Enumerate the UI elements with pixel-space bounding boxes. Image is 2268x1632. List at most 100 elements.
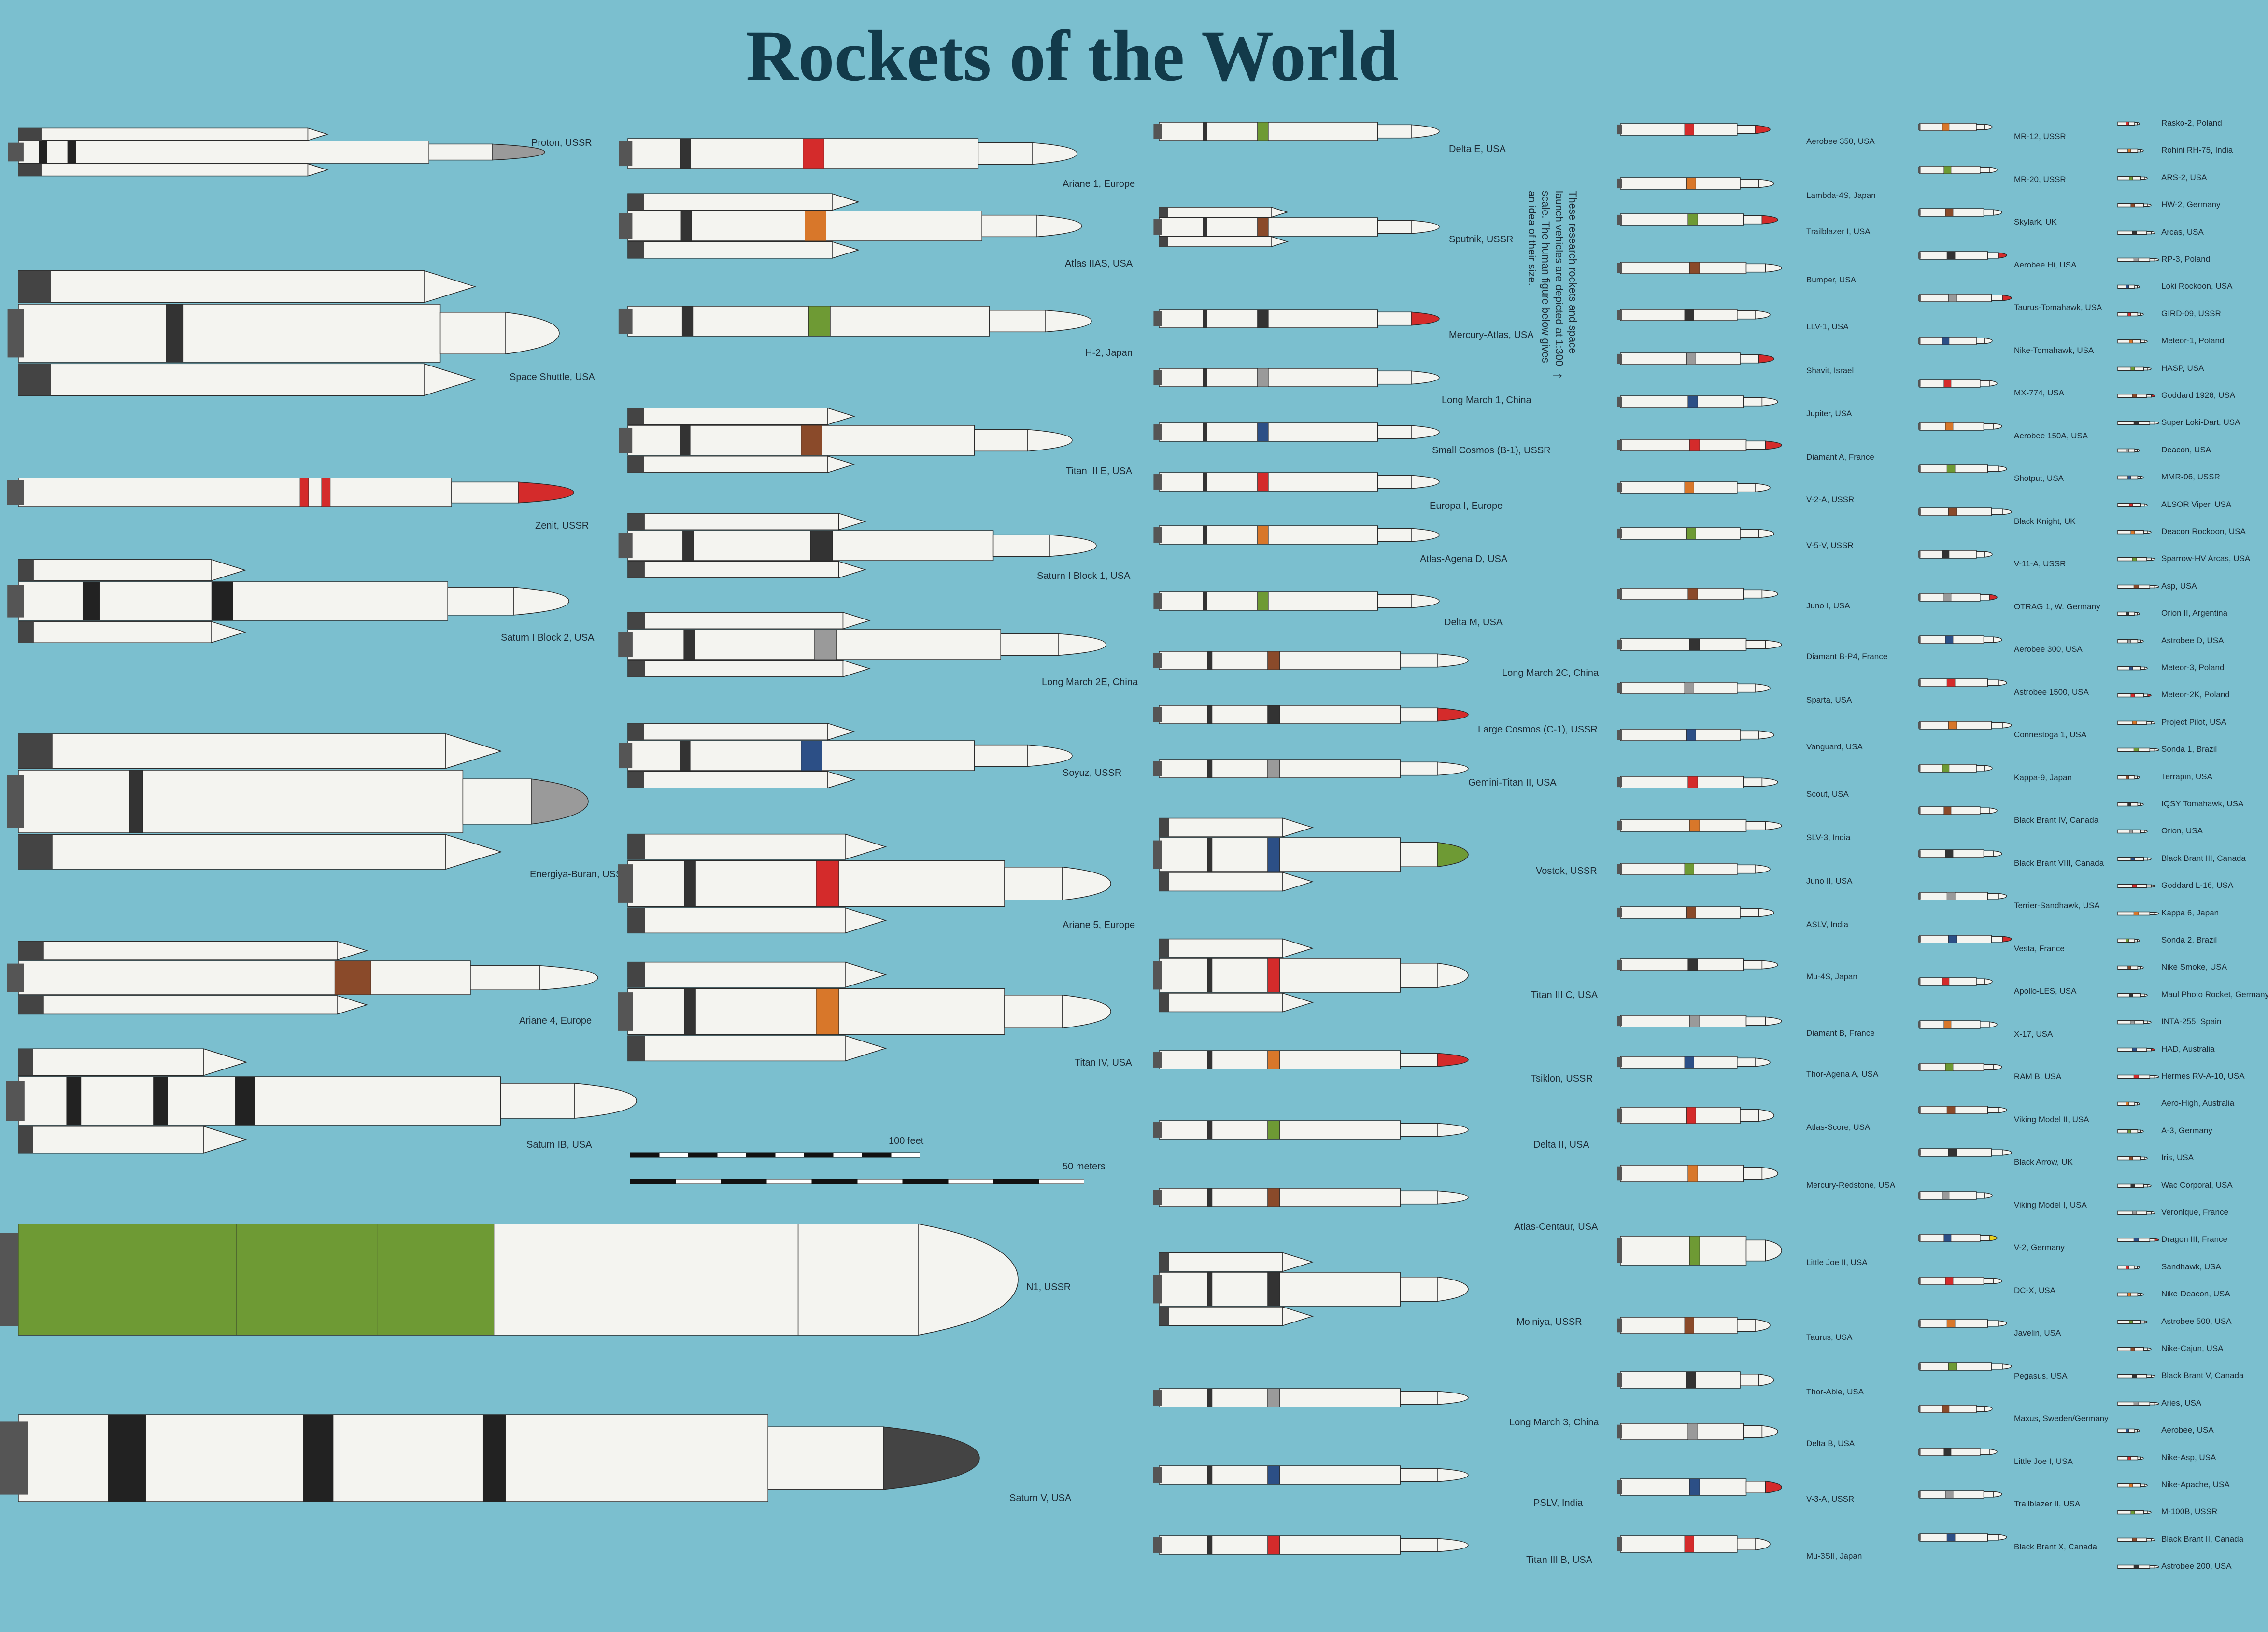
rocket-label: Mercury-Redstone, USA: [1806, 1181, 1896, 1190]
rocket-label: Astrobee D, USA: [2161, 635, 2224, 645]
rocket-label: Atlas-Agena D, USA: [1420, 554, 1508, 564]
rocket-label: Large Cosmos (C-1), USSR: [1478, 724, 1598, 735]
rocket-label: Lambda-4S, Japan: [1806, 191, 1876, 200]
rocket-label: Rasko-2, Poland: [2161, 118, 2222, 127]
rocket-label: Nike-Asp, USA: [2161, 1452, 2216, 1462]
rocket-label: Titan III C, USA: [1531, 990, 1598, 1000]
rocket-label: Meteor-2K, Poland: [2161, 690, 2230, 700]
rocket-label: V-2-A, USSR: [1806, 495, 1855, 504]
rocket-label: Juno II, USA: [1806, 876, 1853, 886]
rocket-label: Meteor-1, Poland: [2161, 336, 2225, 346]
scale-label-meters: 50 meters: [1063, 1161, 1106, 1172]
rocket-label: Long March 2E, China: [1042, 677, 1138, 688]
rocket-label: Shavit, Israel: [1806, 366, 1854, 375]
rocket-label: Project Pilot, USA: [2161, 717, 2227, 727]
rocket-label: Dragon III, France: [2161, 1235, 2228, 1244]
poster-title: Rockets of the World: [746, 16, 1399, 96]
rocket-label: Ariane 5, Europe: [1063, 920, 1135, 930]
rocket-label: Black Brant V, Canada: [2161, 1371, 2244, 1380]
rocket-label: Saturn IB, USA: [526, 1140, 592, 1150]
rocket-label: Thor-Able, USA: [1806, 1387, 1864, 1396]
rocket-label: Aerobee 150A, USA: [2014, 431, 2088, 440]
rocket-label: Viking Model I, USA: [2014, 1200, 2087, 1210]
rocket-label: Long March 1, China: [1442, 395, 1531, 406]
rocket-label: Aerobee 300, USA: [2014, 645, 2083, 654]
rocket-label: Black Arrow, UK: [2014, 1157, 2073, 1167]
rocket-label: Connestoga 1, USA: [2014, 730, 2087, 739]
rocket-label: DC-X, USA: [2014, 1285, 2055, 1295]
rocket-label: Trailblazer I, USA: [1806, 227, 1871, 236]
rocket-label: RP-3, Poland: [2161, 254, 2211, 264]
rocket-label: Titan III E, USA: [1066, 466, 1133, 477]
rocket-label: Wac Corporal, USA: [2161, 1180, 2233, 1190]
rocket-label: GIRD-09, USSR: [2161, 309, 2221, 318]
rocket-label: Terrapin, USA: [2161, 772, 2212, 781]
rocket-label: PSLV, India: [1533, 1498, 1583, 1508]
rocket-label: Proton, USSR: [531, 138, 592, 148]
rocket-label: Mercury-Atlas, USA: [1449, 330, 1534, 340]
rocket-label: Vesta, France: [2014, 943, 2065, 953]
rocket-label: V-11-A, USSR: [2014, 559, 2066, 568]
rocket-label: Mu-3SII, Japan: [1806, 1551, 1862, 1561]
arrow-icon: →: [1550, 366, 1565, 381]
rocket-label: IQSY Tomahawk, USA: [2161, 799, 2244, 808]
rocket-label: Trailblazer II, USA: [2014, 1499, 2081, 1508]
rocket-label: Delta B, USA: [1806, 1439, 1855, 1448]
rocket-label: Sonda 1, Brazil: [2161, 745, 2217, 754]
rocket-label: HASP, USA: [2161, 363, 2204, 373]
rocket-label: Long March 2C, China: [1502, 668, 1599, 678]
rocket-label: X-17, USA: [2014, 1029, 2053, 1039]
rocket-label: Deacon, USA: [2161, 445, 2211, 454]
rocket-label: Orion, USA: [2161, 826, 2203, 836]
rocket-label: Bumper, USA: [1806, 275, 1856, 284]
rocket-label: ARS-2, USA: [2161, 172, 2207, 182]
rocket-label: Kappa-9, Japan: [2014, 773, 2072, 782]
rocket-label: Black Brant X, Canada: [2014, 1542, 2097, 1551]
rocket-label: Orion II, Argentina: [2161, 608, 2228, 618]
rocket-label: Sputnik, USSR: [1449, 234, 1514, 245]
rocket-label: Titan III B, USA: [1526, 1555, 1593, 1565]
rocket-label: Space Shuttle, USA: [510, 372, 595, 382]
rocket-label: Scout, USA: [1806, 789, 1849, 799]
rocket-label: INTA-255, Spain: [2161, 1017, 2222, 1027]
rocket-label: Aerobee 350, USA: [1806, 137, 1875, 146]
rocket-label: RAM B, USA: [2014, 1072, 2062, 1081]
rocket-label: Astrobee 500, USA: [2161, 1316, 2232, 1326]
rocket-label: Little Joe II, USA: [1806, 1258, 1868, 1267]
rocket-label: Tsiklon, USSR: [1531, 1073, 1593, 1084]
rocket-label: Black Brant III, Canada: [2161, 853, 2246, 863]
rocket-label: Molniya, USSR: [1517, 1317, 1582, 1327]
scale-bar-meters: [630, 1178, 1085, 1187]
rocket-label: Viking Model II, USA: [2014, 1114, 2089, 1124]
scale-bar-feet: [630, 1152, 921, 1161]
rocket-label: HAD, Australia: [2161, 1044, 2215, 1054]
rocket-label: Kappa 6, Japan: [2161, 908, 2219, 917]
rocket-label: ASLV, India: [1806, 920, 1848, 929]
rocket-label: SLV-3, India: [1806, 833, 1851, 842]
rocket-label: A-3, Germany: [2161, 1126, 2212, 1135]
rocket-label: ALSOR Viper, USA: [2161, 499, 2232, 509]
rocket-label: Mu-4S, Japan: [1806, 972, 1857, 981]
rocket-label: Black Knight, UK: [2014, 516, 2076, 526]
rocket-label: Rohini RH-75, India: [2161, 145, 2233, 155]
rocket-label: Small Cosmos (B-1), USSR: [1432, 445, 1551, 456]
rocket-label: Goddard L-16, USA: [2161, 881, 2234, 890]
rocket-label: Sonda 2, Brazil: [2161, 935, 2217, 944]
rocket-label: V-2, Germany: [2014, 1243, 2065, 1252]
rocket-label: Europa I, Europe: [1430, 501, 1503, 511]
rocket-label: Veronique, France: [2161, 1208, 2228, 1217]
rocket-label: Atlas-Centaur, USA: [1514, 1222, 1598, 1232]
rocket-label: Delta II, USA: [1533, 1140, 1589, 1150]
rocket-label: H-2, Japan: [1085, 348, 1133, 358]
rocket-label: Pegasus, USA: [2014, 1371, 2068, 1380]
rocket-label: Soyuz, USSR: [1063, 768, 1122, 778]
rocket-label: Thor-Agena A, USA: [1806, 1069, 1879, 1079]
rocket-label: Diamant B-P4, France: [1806, 652, 1888, 661]
rocket-label: MR-12, USSR: [2014, 132, 2066, 141]
rocket-label: HW-2, Germany: [2161, 200, 2221, 210]
rocket-label: Saturn I Block 1, USA: [1037, 571, 1131, 581]
rocket-label: Long March 3, China: [1509, 1417, 1599, 1428]
rocket-label: V-5-V, USSR: [1806, 541, 1854, 550]
rocket-label: Black Brant VIII, Canada: [2014, 858, 2104, 868]
rocket-label: Astrobee 1500, USA: [2014, 687, 2089, 697]
